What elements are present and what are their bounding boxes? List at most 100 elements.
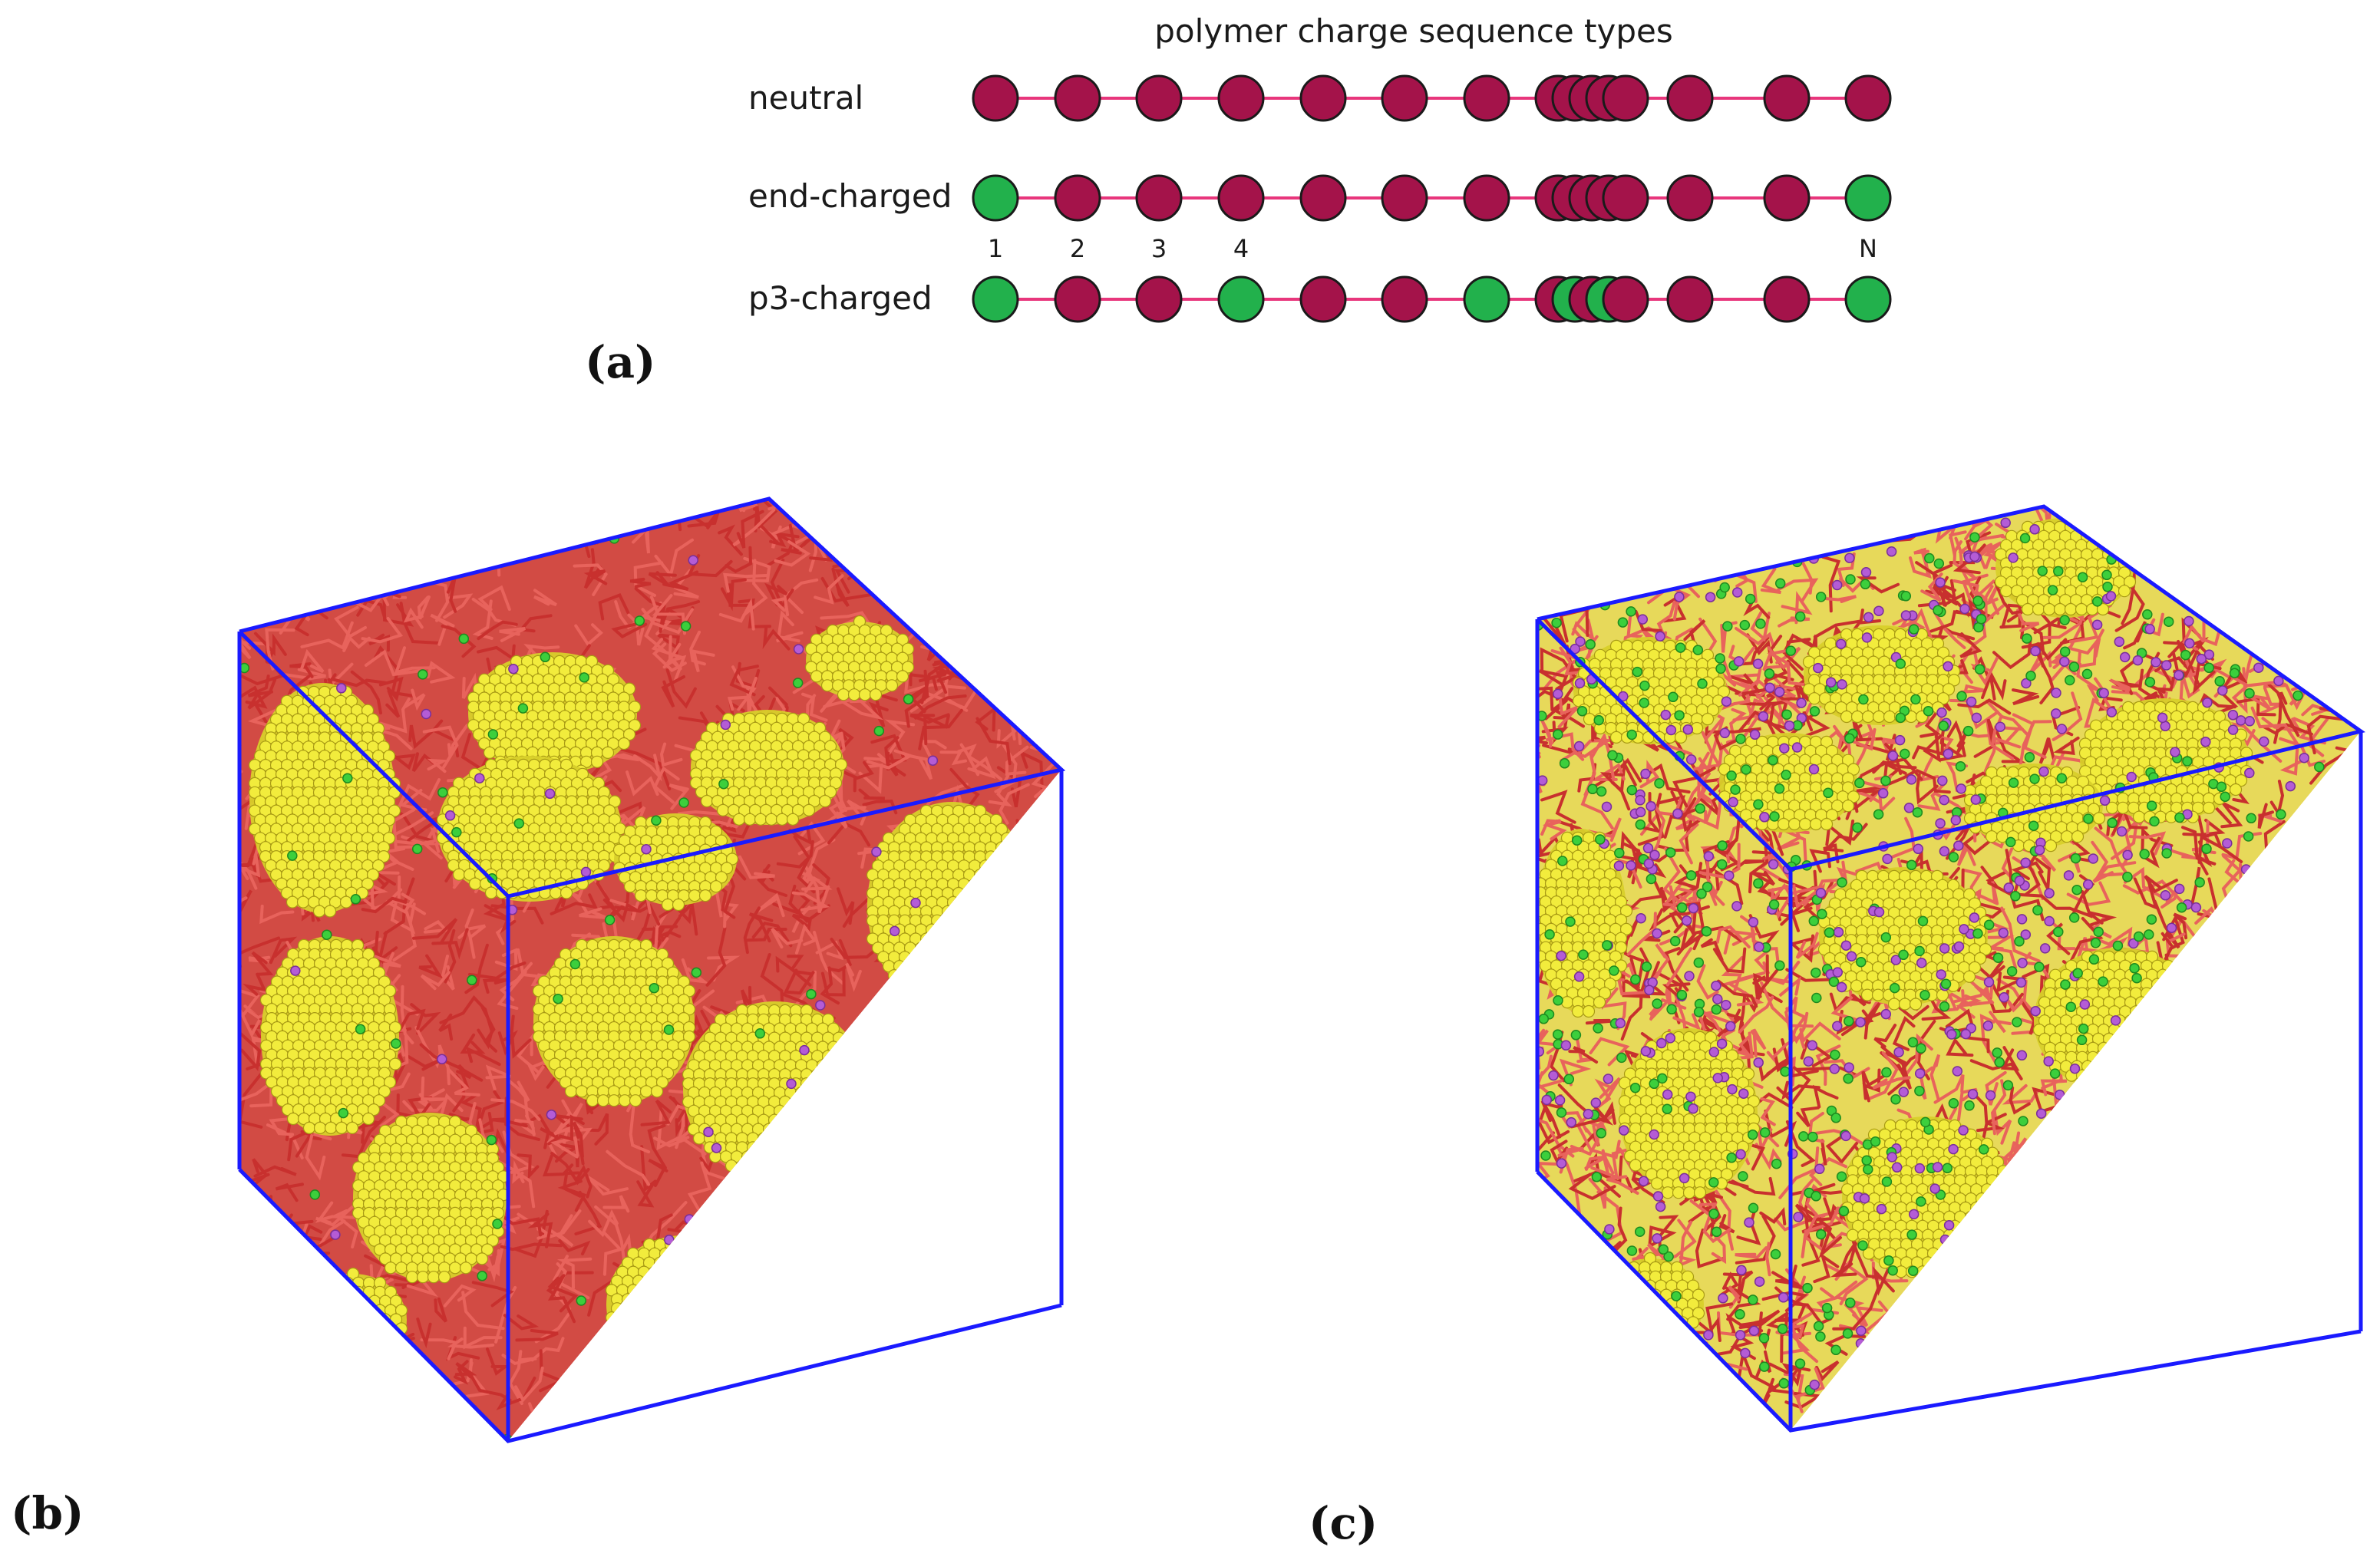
polymer-strand xyxy=(644,595,667,653)
polymer-strand xyxy=(659,600,701,630)
micelle-bead xyxy=(810,1077,824,1090)
micelle-bead xyxy=(303,1313,317,1326)
polymer-strand xyxy=(718,524,743,556)
micelle-bead xyxy=(483,746,497,760)
micelle-bead xyxy=(1009,1111,1023,1125)
micelle-bead xyxy=(1009,1093,1023,1107)
ion-green xyxy=(418,669,428,680)
micelle-bead xyxy=(764,813,778,826)
micelle-bead xyxy=(957,1283,971,1296)
micelle-bead xyxy=(361,704,375,717)
polymer-strand xyxy=(394,646,436,674)
micelle-bead xyxy=(919,1274,933,1287)
micelle-bead xyxy=(952,1291,966,1305)
micelle-bead xyxy=(999,1047,1012,1060)
polymer-strand xyxy=(259,904,295,925)
ion-green xyxy=(806,988,817,1000)
micelle-bead xyxy=(746,1159,760,1172)
micelle-bead xyxy=(984,978,998,991)
micelle-bead xyxy=(362,1322,376,1335)
polymer-strand xyxy=(770,559,794,609)
micelle-bead xyxy=(973,905,987,918)
ion-green xyxy=(680,621,692,632)
micelle-bead xyxy=(919,932,933,945)
ion-green xyxy=(691,967,702,978)
micelle-bead xyxy=(995,850,1008,863)
micelle-bead xyxy=(696,1320,710,1334)
micelle-bead xyxy=(993,1148,1007,1161)
micelle-bead xyxy=(952,996,966,1009)
polymer-strand xyxy=(547,1276,579,1313)
micelle-body xyxy=(952,1036,1044,1205)
micelle-bead xyxy=(844,1246,858,1259)
polymer-strand xyxy=(251,1035,268,1067)
micelle-bead xyxy=(827,1086,840,1100)
micelle-bead xyxy=(427,1271,441,1284)
micelle-bead xyxy=(2085,520,2099,534)
ion-green xyxy=(792,678,804,688)
micelle-bead xyxy=(893,1328,906,1341)
micelle-bead xyxy=(601,664,615,677)
micelle-bead xyxy=(817,1265,831,1278)
micelle-bead xyxy=(1016,850,1030,863)
micelle-bead xyxy=(966,1139,980,1152)
micelle-bead xyxy=(685,1293,699,1306)
polymer-strand xyxy=(653,909,669,961)
polymer-strand xyxy=(783,968,815,995)
polymer-strand xyxy=(404,688,426,711)
polymer-strand xyxy=(550,1136,579,1159)
micelle-bead xyxy=(642,1293,656,1306)
micelle-bead xyxy=(979,877,992,891)
micelle-bead xyxy=(1004,1038,1018,1052)
polymer-strand xyxy=(342,635,371,652)
micelle-bead xyxy=(1036,1103,1050,1116)
polymer-strand xyxy=(959,743,1003,781)
micelle-bead xyxy=(898,1319,912,1332)
micelle-bead xyxy=(989,923,1003,936)
polymer-strand xyxy=(239,1032,262,1071)
micelle-bead xyxy=(680,1311,694,1324)
micelle-bead xyxy=(930,1255,944,1268)
micelle-bead xyxy=(961,1103,975,1116)
polymer-strand xyxy=(738,855,775,879)
micelle-bead xyxy=(718,1256,731,1269)
neutral-bead-1-13 xyxy=(1763,174,1811,222)
micelle-bead xyxy=(707,1338,721,1351)
ion-purple xyxy=(290,965,301,976)
micelle-bead xyxy=(669,1357,683,1370)
micelle-bead xyxy=(898,1310,912,1324)
micelle-bead xyxy=(961,1148,975,1161)
micelle-bead xyxy=(893,1301,906,1314)
micelle-bead xyxy=(688,889,701,902)
micelle-bead xyxy=(843,1132,857,1145)
panel-a: polymer charge sequence types neutral en… xyxy=(585,12,1892,388)
micelle-bead xyxy=(812,1291,826,1305)
micelle-bead xyxy=(718,1338,731,1351)
micelle-bead xyxy=(1016,932,1030,945)
micelle-bead xyxy=(800,1113,814,1126)
micelle-bead xyxy=(843,1113,857,1126)
polymer-strand xyxy=(559,1114,585,1142)
micelle-bead xyxy=(810,1113,824,1126)
micelle-bead xyxy=(812,1274,826,1287)
micelle-bead xyxy=(366,868,380,882)
micelle-bead xyxy=(778,1113,792,1126)
micelle-bead xyxy=(968,942,982,955)
charged-bead-2-6 xyxy=(1463,275,1510,323)
micelle-bead xyxy=(475,1252,489,1265)
micelle-bead xyxy=(993,1194,1007,1207)
micelle-bead xyxy=(728,1302,742,1315)
polymer-strand xyxy=(791,905,811,933)
micelle-bead xyxy=(707,1293,721,1306)
polymer-strand xyxy=(364,649,421,677)
micelle-bead xyxy=(800,1132,814,1145)
micelle-bead xyxy=(813,721,827,734)
ion-purple xyxy=(684,1214,695,1225)
micelle-bead xyxy=(468,877,482,890)
micelle-bead xyxy=(314,1295,328,1308)
micelle-bead xyxy=(930,1319,944,1332)
micelle-bead xyxy=(968,987,982,1001)
polymer-strand xyxy=(587,1176,629,1196)
micelle-bead xyxy=(977,1093,991,1107)
micelle-bead xyxy=(823,1246,837,1259)
